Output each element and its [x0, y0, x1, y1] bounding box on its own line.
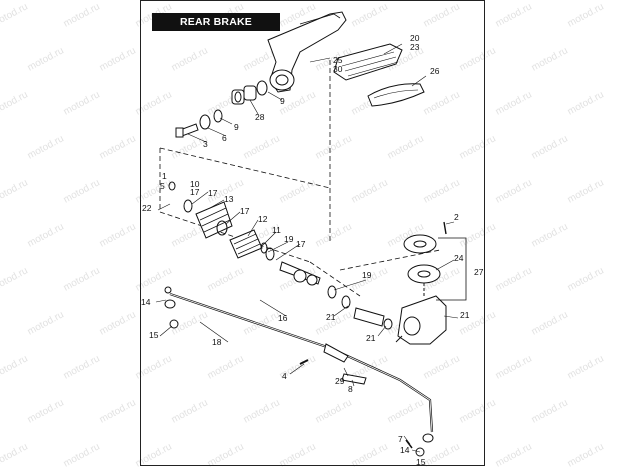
o-ring	[256, 80, 268, 96]
callout-label: 1	[162, 171, 167, 181]
washer-17c	[265, 247, 275, 261]
callout-label: 8	[348, 384, 353, 394]
callout-label: 22	[142, 203, 152, 213]
reservoir-gasket	[407, 264, 441, 284]
callout-label: 15	[416, 457, 426, 467]
callout-label: 21	[460, 310, 470, 320]
pedal-rubber	[367, 83, 425, 107]
mounting-bolt	[299, 359, 309, 365]
callout-label: 17	[208, 188, 218, 198]
piston	[353, 307, 385, 327]
callout-label: 18	[212, 337, 222, 347]
callout-label: 27	[474, 267, 484, 277]
callout-label: 28	[255, 112, 265, 122]
washer	[199, 114, 211, 130]
pedal-pad	[333, 43, 403, 81]
callout-label: 2	[454, 212, 459, 222]
o-ring-21	[383, 318, 393, 330]
callout-label: 17	[240, 206, 250, 216]
line-clip	[323, 343, 349, 363]
callout-label: 19	[284, 234, 294, 244]
callout-label: 19	[362, 270, 372, 280]
washer-17	[183, 199, 193, 213]
callout-label: 16	[278, 313, 288, 323]
callout-label: 4	[282, 371, 287, 381]
diagram-title: REAR BRAKE CONTROL	[152, 13, 280, 46]
callout-label: 14	[141, 297, 151, 307]
callout-label: 21	[366, 333, 376, 343]
callout-label: 29	[335, 376, 345, 386]
callout-label: 21	[326, 312, 336, 322]
callout-label: 26	[430, 66, 440, 76]
callout-label: 30	[333, 64, 343, 74]
seal	[341, 295, 351, 309]
boot	[195, 201, 233, 239]
callout-label: 13	[224, 194, 234, 204]
callout-label: 9	[280, 96, 285, 106]
bushing	[243, 85, 257, 101]
callout-label: 11	[272, 225, 281, 235]
o-ring-19b	[327, 285, 337, 299]
callout-label: 24	[454, 253, 464, 263]
reservoir-cap	[403, 234, 437, 254]
spring	[229, 229, 263, 259]
o-ring-19	[260, 242, 268, 254]
callout-label: 3	[203, 139, 208, 149]
callout-label: 14	[400, 445, 410, 455]
callout-label: 9	[234, 122, 239, 132]
callout-label: 7	[398, 434, 403, 444]
washer-17b	[216, 220, 228, 236]
callout-label: 12	[258, 214, 268, 224]
master-cylinder-body	[397, 295, 447, 345]
cap-screw	[443, 221, 447, 235]
o-ring	[213, 109, 223, 123]
diagram-frame	[140, 0, 485, 466]
callout-label: 6	[222, 133, 227, 143]
callout-label: 17	[190, 187, 200, 197]
pedal-pivot-boss	[269, 69, 295, 91]
callout-label: 10	[190, 179, 200, 189]
callout-label: 20	[410, 33, 420, 43]
callout-label: 5	[160, 181, 165, 191]
callout-label: 17	[296, 239, 306, 249]
callout-label: 25	[333, 55, 343, 65]
callout-label: 15	[149, 330, 159, 340]
callout-label: 23	[410, 42, 420, 52]
bracket	[341, 373, 367, 385]
clevis-pin	[168, 181, 176, 191]
banjo-fitting	[164, 299, 176, 309]
